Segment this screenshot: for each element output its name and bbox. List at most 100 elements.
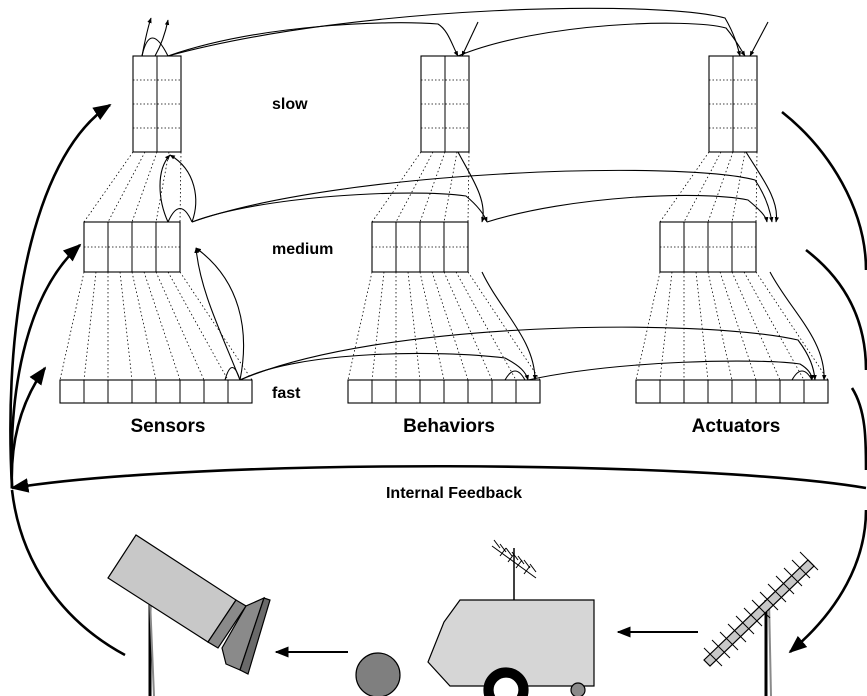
robot-icon	[427, 539, 595, 696]
antenna-element	[767, 583, 787, 603]
feedback-to-slow-arrow	[9, 103, 112, 489]
fan-line	[107, 151, 146, 223]
behavior-fast-loop	[504, 370, 526, 381]
fan-line	[755, 151, 758, 223]
feedback-arcs	[9, 103, 867, 657]
fan-line	[635, 271, 661, 381]
behavior-slow-input	[461, 21, 479, 57]
actuators-medium-register	[659, 221, 757, 273]
fan-line	[707, 151, 734, 223]
antenna-element	[703, 647, 723, 667]
connection-curves	[141, 7, 827, 381]
column-title-behaviors: Behaviors	[403, 416, 495, 437]
camera-icon	[107, 534, 271, 696]
behaviors-fast-register	[347, 379, 541, 404]
fan-line	[443, 271, 493, 381]
antenna-element	[751, 599, 771, 619]
antenna-element	[783, 567, 803, 587]
fan-line	[731, 151, 746, 223]
column-title-actuators: Actuators	[692, 416, 781, 437]
fan-line	[131, 271, 157, 381]
medium-sensor-to-behavior-arc	[191, 192, 488, 223]
fan-line	[155, 271, 205, 381]
actuator-fast-out	[850, 387, 867, 471]
medium-behavior-to-actuator-arc	[486, 194, 769, 223]
antenna-element	[759, 591, 779, 611]
antenna-element	[711, 639, 731, 659]
fast-behavior-to-actuator-arc	[527, 360, 815, 381]
antenna-element	[791, 559, 811, 579]
fan-line	[719, 271, 757, 381]
sensor-slow-loop	[141, 37, 169, 57]
fan-line	[419, 271, 445, 381]
actuators-slow-register	[708, 55, 758, 153]
antenna-element	[735, 615, 755, 635]
sensor-fast-to-medium	[195, 247, 245, 381]
actuator-slow-input	[749, 21, 769, 57]
slow-sensor-to-actuator-arc	[167, 7, 741, 57]
antenna-feedback-arrow	[788, 509, 867, 654]
column-title-sensors: Sensors	[131, 416, 206, 437]
fan-line	[83, 151, 134, 223]
actuator-fast-loop	[791, 370, 813, 381]
behaviors-medium-register	[371, 221, 469, 273]
actuator-medium-to-fast	[769, 271, 827, 381]
sensor-medium-loop	[167, 207, 193, 223]
sensor-fast-to-medium	[194, 247, 241, 381]
fan-line	[707, 271, 733, 381]
actuator-slow-out	[781, 110, 867, 271]
fan-line	[731, 271, 781, 381]
behavior-medium-to-fast	[481, 271, 538, 381]
antenna-element	[743, 607, 763, 627]
antenna-element	[775, 575, 795, 595]
level-fan-lines	[59, 151, 829, 381]
fan-line	[659, 151, 710, 223]
actuator-slow-to-medium	[745, 151, 780, 223]
antenna-icon	[703, 551, 819, 696]
fan-line	[179, 271, 253, 381]
feedback-to-medium-arrow	[10, 243, 82, 489]
slow-behavior-to-actuator-arc	[457, 22, 746, 57]
fan-line	[695, 271, 709, 381]
level-label-fast: fast	[272, 385, 301, 402]
fan-line	[683, 151, 722, 223]
fan-line	[371, 271, 385, 381]
internal-feedback-arrow	[10, 464, 867, 493]
antenna-element	[719, 631, 739, 651]
fan-line	[419, 151, 446, 223]
fan-line	[59, 271, 85, 381]
fan-line	[431, 271, 469, 381]
fast-sensor-to-behavior-arc	[239, 352, 529, 381]
internal-feedback-label: Internal Feedback	[386, 485, 522, 502]
actuator-medium-out	[805, 248, 867, 371]
fan-line	[407, 271, 421, 381]
sensors-medium-register	[83, 221, 181, 273]
behavior-slow-to-medium	[457, 151, 486, 223]
fast-sensor-to-actuator-arc	[239, 326, 817, 381]
antenna-element	[727, 623, 747, 643]
register-boxes	[59, 55, 829, 404]
fan-line	[467, 271, 541, 381]
sensors-fast-register	[59, 379, 253, 404]
sensor-slow-out-arrow	[154, 19, 170, 57]
feedback-to-fast-arrow	[10, 366, 47, 489]
fan-line	[395, 151, 434, 223]
fan-line	[155, 151, 170, 223]
slow-sensor-to-behavior-arc	[167, 22, 459, 57]
fan-line	[455, 271, 517, 381]
action-arrows	[274, 626, 698, 658]
fan-line	[443, 151, 458, 223]
fan-line	[83, 271, 97, 381]
sensor-medium-to-slow	[169, 154, 197, 223]
antenna-element	[799, 551, 819, 571]
fan-line	[467, 151, 470, 223]
camera-to-sensors-arrow	[10, 489, 126, 657]
actuators-fast-register	[635, 379, 829, 404]
level-label-medium: medium	[272, 241, 333, 258]
ball-icon	[355, 652, 401, 696]
fan-line	[131, 151, 158, 223]
sensors-slow-register	[132, 55, 182, 153]
fan-line	[143, 271, 181, 381]
fan-line	[119, 271, 133, 381]
